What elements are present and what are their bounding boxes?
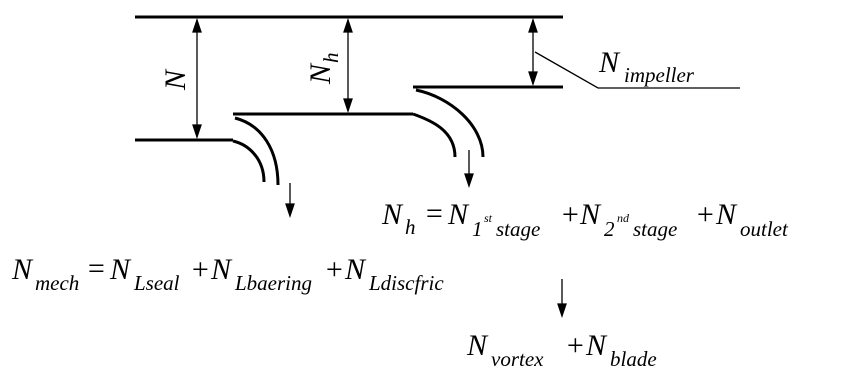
loss-branches xyxy=(232,88,485,186)
eq-m-lhs: N xyxy=(11,253,34,286)
eq-m-term2: N xyxy=(210,253,233,286)
eq-m-term2-sub: Lbaering xyxy=(234,271,312,295)
eq-h-term2-num: 2 xyxy=(604,217,615,241)
eq-h-term3: N xyxy=(715,198,738,231)
eq-v-term1: N xyxy=(466,329,489,362)
impeller-label: N xyxy=(598,46,621,79)
eq-m-term3: N xyxy=(344,253,367,286)
eq-m-plus1: + xyxy=(190,253,210,286)
eq-h-plus1: + xyxy=(560,198,580,231)
eq-h-lhs: N xyxy=(381,198,404,231)
hydraulic-loss-curve-outer xyxy=(415,88,485,158)
nh-label: N h xyxy=(304,53,343,86)
hydraulic-equation: N h = N 1 st stage + N 2 nd stage + N ou… xyxy=(381,197,789,241)
eq-h-term1: N xyxy=(447,198,470,231)
eq-h-term2: N xyxy=(579,198,602,231)
eq-m-lhs-sub: mech xyxy=(35,271,79,295)
flow-arrows xyxy=(285,150,567,319)
eq-m-term1: N xyxy=(109,253,132,286)
impeller-leader-line xyxy=(534,51,740,89)
eq-m-plus2: + xyxy=(324,253,344,286)
eq-h-term1-sub: stage xyxy=(496,217,540,241)
mech-loss-curve-inner xyxy=(234,116,280,186)
eq-h-term2-sup: nd xyxy=(617,211,630,225)
eq-h-term2-sub: stage xyxy=(633,217,677,241)
eq-m-equals: = xyxy=(86,252,106,285)
eq-h-term1-num: 1 xyxy=(472,217,483,241)
hydraulic-loss-curve-inner xyxy=(412,112,457,158)
eq-h-plus2: + xyxy=(695,198,715,231)
eq-v-plus: + xyxy=(565,329,585,362)
n-label: N xyxy=(159,68,192,91)
vortex-equation: N vortex + N blade xyxy=(466,329,657,371)
eq-h-term1-sup: st xyxy=(484,211,493,225)
eq-h-lhs-sub: h xyxy=(405,215,416,239)
dimension-arrows xyxy=(192,17,740,140)
nh-label-sub: h xyxy=(319,53,343,64)
eq-v-term2: N xyxy=(585,329,608,362)
mechanical-equation: N mech = N Lseal + N Lbaering + N Ldiscf… xyxy=(11,252,444,295)
mech-loss-curve-outer xyxy=(232,139,266,183)
impeller-label-sub: impeller xyxy=(624,63,695,87)
power-levels xyxy=(135,15,563,142)
nh-label-main: N xyxy=(304,62,337,85)
eq-h-term3-sub: outlet xyxy=(740,217,789,241)
eq-m-term1-sub: Lseal xyxy=(133,271,180,295)
eq-m-term3-sub: Ldiscfric xyxy=(368,271,444,295)
eq-h-equals: = xyxy=(424,197,444,230)
eq-v-term2-sub: blade xyxy=(610,347,657,371)
eq-v-term1-sub: vortex xyxy=(491,347,544,371)
